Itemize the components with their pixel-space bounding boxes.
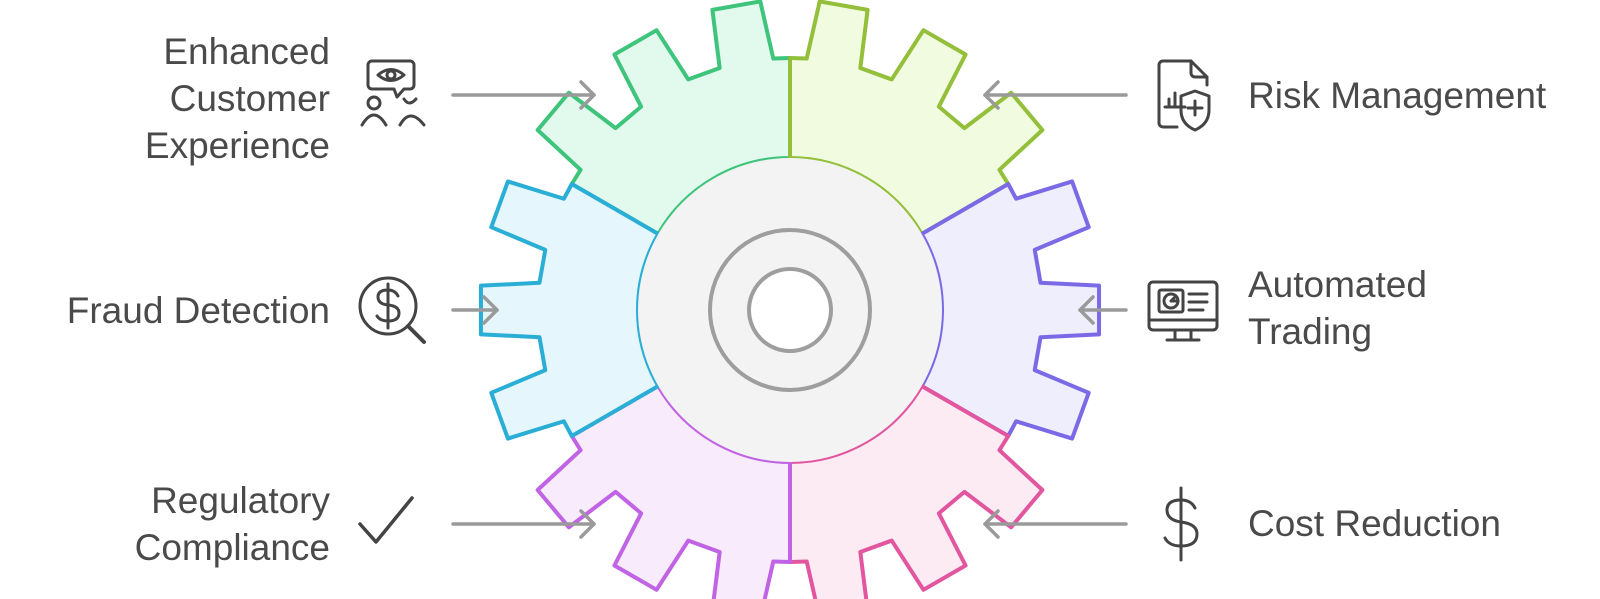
label-line: Risk Management: [1248, 75, 1547, 116]
arrow-regulatory-compliance: [451, 509, 596, 539]
arrow-automated-trading: [1078, 295, 1128, 325]
label-line: Regulatory: [151, 480, 330, 521]
label-line: Fraud Detection: [66, 290, 330, 331]
label-cost-reduction: Cost Reduction: [1248, 500, 1501, 547]
label-line: Cost Reduction: [1248, 503, 1501, 544]
label-line: Automated: [1248, 264, 1427, 305]
label-line: Experience: [144, 125, 330, 166]
label-line: Compliance: [134, 527, 330, 568]
risk-shield-document-icon: [1157, 59, 1211, 132]
trading-monitor-icon: [1147, 280, 1219, 342]
checkmark-icon: [358, 496, 414, 544]
dollar-sign-icon: [1163, 486, 1199, 562]
dollar-magnifier-icon: [358, 276, 426, 344]
label-line: Trading: [1248, 311, 1373, 352]
gear-segment-fraud-detection: [478, 179, 661, 441]
arrow-fraud-detection: [451, 295, 499, 325]
label-line: Enhanced: [163, 31, 330, 72]
customer-insight-icon: [360, 59, 426, 127]
arrow-enhanced-customer-experience: [451, 80, 596, 110]
hub-ring: [708, 228, 872, 392]
label-fraud-detection: Fraud Detection: [67, 287, 330, 334]
hub-hole: [747, 267, 833, 353]
label-line: Customer: [169, 78, 330, 119]
label-risk-management: Risk Management: [1248, 72, 1546, 119]
arrow-risk-management: [983, 80, 1128, 110]
arrow-cost-reduction: [983, 509, 1128, 539]
